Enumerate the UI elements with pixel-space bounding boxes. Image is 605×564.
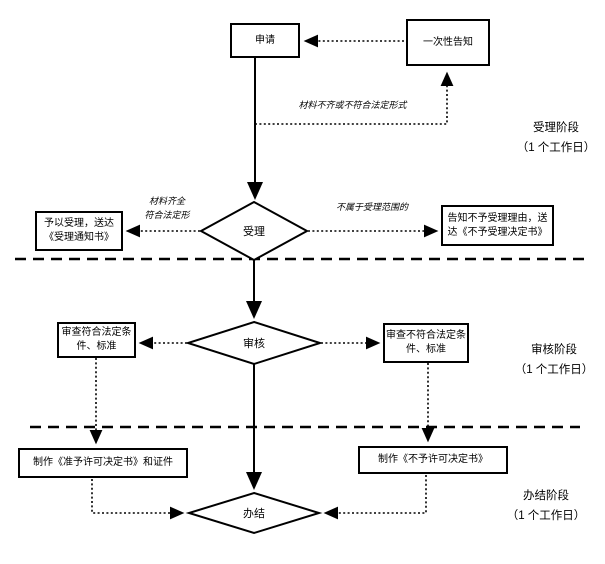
stage-complete-duration: （1 个工作日） — [506, 509, 586, 522]
node-notify-once-label: 一次性告知 — [423, 36, 473, 48]
node-review-fail-line2: 件、标准 — [406, 344, 446, 355]
edge-incomplete-to-notify — [255, 71, 454, 125]
diamond-complete-label: 办结 — [243, 508, 265, 520]
edge-label-incomplete: 材料不齐或不符合法定形式 — [298, 100, 407, 110]
edge-makepermit-to-complete — [91, 479, 185, 520]
diamond-complete — [185, 491, 323, 535]
diamond-accept — [198, 200, 310, 262]
node-accept-no-line1: 告知不予受理理由，送 — [447, 212, 548, 224]
stage-label-accept: 受理阶段 （1 个工作日） — [501, 119, 605, 158]
edge-label-complete: 材料齐全 符合法定形 — [127, 195, 207, 222]
node-make-permit: 制作《准予许可决定书》和证件 — [18, 448, 188, 478]
node-accept-no-line2: 达《不予受理决定书》 — [447, 226, 548, 238]
node-accept-yes-line2: 《受理通知书》 — [44, 232, 114, 243]
stage-complete-name: 办结阶段 — [523, 490, 569, 502]
node-apply: 申请 — [230, 23, 300, 58]
node-make-deny: 制作《不予许可决定书》 — [358, 446, 508, 474]
diamond-review-label: 审核 — [243, 338, 265, 350]
stage-label-complete: 办结阶段 （1 个工作日） — [491, 487, 601, 526]
node-accept-yes: 予以受理，送达 《受理通知书》 — [35, 211, 123, 251]
node-review-pass-line1: 审查符合法定条 — [61, 327, 132, 338]
diamond-review — [184, 320, 324, 366]
node-apply-label: 申请 — [255, 34, 275, 46]
node-review-pass-line2: 件、标准 — [76, 341, 117, 352]
stage-accept-name: 受理阶段 — [533, 122, 579, 134]
stage-label-review: 审核阶段 （1 个工作日） — [499, 341, 605, 380]
edge-label-complete-line1: 材料齐全 — [148, 196, 185, 206]
node-make-permit-label: 制作《准予许可决定书》和证件 — [33, 457, 173, 468]
stage-review-name: 审核阶段 — [531, 344, 577, 356]
stage-accept-duration: （1 个工作日） — [516, 141, 596, 154]
edge-label-out-of-scope: 不属于受理范围的 — [335, 202, 408, 212]
node-review-fail-line1: 审查不符合法定条 — [386, 330, 466, 341]
node-accept-yes-line1: 予以受理，送达 — [44, 218, 114, 229]
node-make-deny-label: 制作《不予许可决定书》 — [378, 454, 488, 465]
stage-review-duration: （1 个工作日） — [514, 363, 594, 376]
diamond-accept-label: 受理 — [243, 226, 265, 238]
edge-makedeny-to-complete — [323, 475, 427, 520]
node-review-fail: 审查不符合法定条 件、标准 — [383, 323, 469, 363]
node-notify-once: 一次性告知 — [406, 19, 490, 66]
node-accept-no: 告知不予受理理由，送 达《不予受理决定书》 — [441, 205, 554, 246]
node-review-pass: 审查符合法定条 件、标准 — [57, 322, 136, 358]
edge-label-complete-line2: 符合法定形 — [144, 209, 190, 220]
